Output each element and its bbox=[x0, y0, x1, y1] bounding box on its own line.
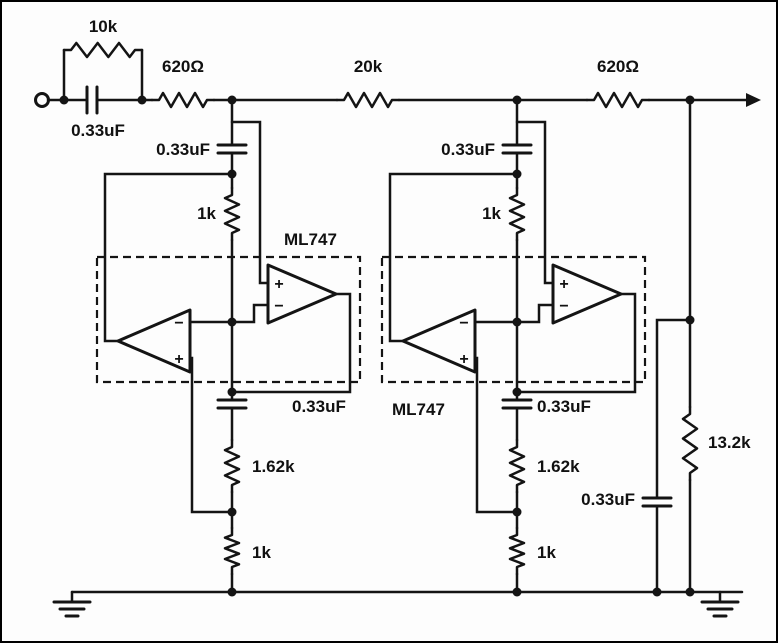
opamp-1b-minus: − bbox=[174, 315, 183, 332]
resistor-stage1-1k-top-label: 1k bbox=[197, 204, 216, 223]
junction-dot bbox=[227, 387, 237, 397]
ground-symbol-left bbox=[52, 590, 92, 618]
junction-dot bbox=[512, 169, 522, 179]
junction-dot bbox=[685, 315, 695, 325]
capacitor-output-label: 0.33uF bbox=[581, 490, 635, 509]
opamp-2b: − + bbox=[401, 308, 477, 374]
parallel-rc-input: 10k 0.33uF bbox=[62, 17, 144, 140]
resistor-620-right bbox=[585, 91, 651, 109]
junction-dot bbox=[512, 317, 522, 327]
junction-dot bbox=[652, 587, 662, 597]
resistor-13k2-label: 13.2k bbox=[708, 433, 751, 452]
opamp-1b-plus: + bbox=[174, 351, 183, 368]
capacitor-input bbox=[85, 85, 99, 115]
resistor-stage1-1k-bot-label: 1k bbox=[252, 543, 271, 562]
capacitor-stage2-mid-label: 0.33uF bbox=[537, 397, 591, 416]
ic-boundary-2 bbox=[380, 255, 647, 384]
junction-dot bbox=[685, 95, 695, 105]
ic-label-1: ML747 bbox=[284, 230, 337, 249]
junction-dot bbox=[227, 317, 237, 327]
top-rail: 10k 0.33uF 620Ω 20k 620Ω bbox=[34, 17, 761, 140]
junction-dot bbox=[685, 587, 695, 597]
wire bbox=[230, 303, 270, 324]
resistor-stage2-162k bbox=[508, 438, 526, 494]
stage-2: 0.33uF 1k ML747 + − − + 0.33uF bbox=[380, 98, 647, 594]
opamp-2b-minus: − bbox=[459, 315, 468, 332]
wire-output-feedback bbox=[515, 292, 637, 394]
resistor-stage2-1k-bot-label: 1k bbox=[537, 543, 556, 562]
resistor-620-left-label: 620Ω bbox=[162, 57, 204, 76]
resistor-stage2-1k-top bbox=[508, 186, 526, 242]
ground-rail bbox=[52, 590, 744, 618]
resistor-stage1-162k bbox=[223, 438, 241, 494]
junction-dot bbox=[59, 95, 69, 105]
resistor-stage1-162k-label: 1.62k bbox=[252, 457, 295, 476]
opamp-2b-plus: + bbox=[459, 351, 468, 368]
capacitor-stage2-top-label: 0.33uF bbox=[441, 140, 495, 159]
opamp-1a: + − bbox=[266, 263, 338, 325]
junction-dot bbox=[227, 587, 237, 597]
junction-dot bbox=[227, 507, 237, 517]
ic-label-2: ML747 bbox=[392, 400, 445, 419]
ground-symbol-right bbox=[700, 590, 740, 618]
opamp-2a-minus: − bbox=[559, 298, 568, 315]
resistor-13k2 bbox=[681, 405, 699, 482]
capacitor-input-label: 0.33uF bbox=[71, 121, 125, 140]
resistor-10k bbox=[62, 41, 144, 59]
capacitor-stage1-mid-label: 0.33uF bbox=[292, 397, 346, 416]
resistor-10k-label: 10k bbox=[89, 17, 118, 36]
junction-dot bbox=[512, 387, 522, 397]
resistor-stage1-1k-top bbox=[223, 186, 241, 242]
ic-boundary-1 bbox=[95, 255, 362, 384]
input-terminal bbox=[34, 92, 50, 108]
junction-dot bbox=[227, 95, 237, 105]
wire-feedback-noninv bbox=[515, 120, 555, 285]
resistor-620-right-label: 620Ω bbox=[597, 57, 639, 76]
wire bbox=[515, 303, 555, 324]
wire-output-feedback bbox=[230, 292, 352, 394]
wire-feedback-noninv bbox=[230, 120, 270, 285]
resistor-stage2-1k-top-label: 1k bbox=[482, 204, 501, 223]
opamp-2a: + − bbox=[551, 263, 623, 325]
output-arrow bbox=[746, 93, 761, 107]
resistor-20k bbox=[335, 91, 401, 109]
resistor-620-left bbox=[150, 91, 216, 109]
junction-dot bbox=[512, 507, 522, 517]
opamp-1a-minus: − bbox=[274, 298, 283, 315]
opamp-2a-plus: + bbox=[559, 276, 568, 293]
resistor-stage2-1k-bot bbox=[508, 526, 526, 576]
resistor-stage1-1k-bot bbox=[223, 526, 241, 576]
junction-dot bbox=[137, 95, 147, 105]
opamp-1a-plus: + bbox=[274, 276, 283, 293]
resistor-stage2-162k-label: 1.62k bbox=[537, 457, 580, 476]
opamp-1b: − + bbox=[116, 308, 192, 374]
stage-1: 0.33uF 1k ML747 + − − + 0.33uF bbox=[95, 98, 362, 594]
capacitor-stage1-top-label: 0.33uF bbox=[156, 140, 210, 159]
junction-dot bbox=[512, 95, 522, 105]
junction-dot bbox=[512, 587, 522, 597]
wire bbox=[655, 318, 692, 500]
output-network: 13.2k 0.33uF bbox=[581, 98, 751, 594]
junction-dot bbox=[227, 169, 237, 179]
junction-dots bbox=[59, 95, 695, 597]
resistor-20k-label: 20k bbox=[354, 57, 383, 76]
